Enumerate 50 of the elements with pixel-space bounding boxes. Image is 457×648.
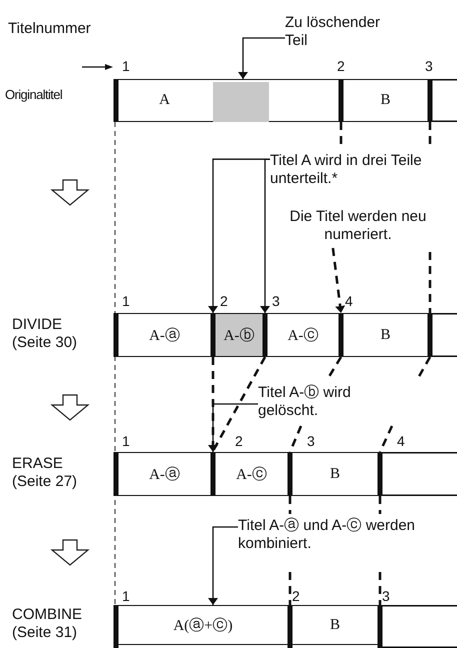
track-segment [341, 313, 430, 357]
callout-text: Titel A-ⓑ wird gelöscht. [258, 384, 388, 424]
segment-label: A-ⓐ [148, 326, 181, 346]
segment-label: A-ⓒ [235, 466, 268, 484]
segment-label: B [379, 326, 392, 344]
row-label: DIVIDE (Seite 30) [12, 316, 78, 352]
segment-label: A-ⓐ [148, 466, 181, 484]
highlighted-segment [213, 82, 269, 122]
track-number: 2 [337, 57, 345, 75]
segment-label: A [158, 91, 171, 110]
track-segment [290, 605, 380, 645]
track-number: 1 [122, 432, 130, 450]
segment-label: B [328, 616, 341, 634]
track-segment [341, 79, 430, 122]
arrow [208, 403, 258, 452]
track-number: 3 [307, 432, 315, 450]
callout-text: Titel A wird in drei Teile unterteilt.* [270, 152, 430, 192]
segment-label: B [379, 91, 392, 110]
callout-text: Die Titel werden neu numeriert. [288, 208, 428, 248]
track-number: 3 [272, 292, 280, 310]
track-number: 2 [235, 432, 243, 450]
track-number: 1 [122, 292, 130, 310]
track-number: 2 [292, 587, 300, 605]
track-number: 4 [397, 432, 405, 450]
track-segment [116, 79, 341, 122]
track-segment [116, 452, 213, 496]
track-number: 2 [220, 292, 228, 310]
track-segment [290, 452, 380, 496]
heading-label: Titelnummer [8, 20, 91, 38]
track-segment [213, 313, 265, 357]
arrow [238, 37, 285, 79]
segment-label: A-ⓑ [222, 326, 256, 346]
callout-text: Titel A-ⓐ und A-ⓒ werden kombiniert. [238, 517, 428, 557]
segment-label: B [328, 464, 341, 484]
track-number: 1 [122, 57, 130, 75]
row-label: COMBINE (Seite 31) [12, 606, 84, 642]
segment-label: A-ⓒ [286, 326, 320, 346]
track-number: 3 [382, 587, 390, 605]
arrow [208, 526, 238, 605]
arrow [260, 158, 270, 313]
track-segment [213, 452, 290, 496]
row-label: ERASE (Seite 27) [12, 455, 78, 491]
callout-text: Zu löschender Teil [285, 14, 390, 54]
row-label: Originaltitel [5, 86, 62, 104]
track-number: 3 [425, 57, 433, 75]
track-segment [116, 605, 290, 645]
track-number: 4 [345, 292, 353, 310]
arrow [332, 248, 346, 314]
segment-label: A(ⓐ+ⓒ) [172, 616, 234, 636]
track-number: 1 [122, 587, 130, 605]
